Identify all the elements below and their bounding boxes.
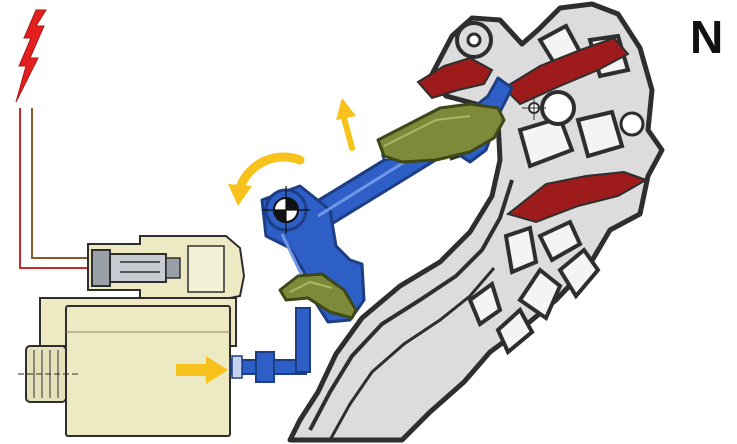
- plunger-rod: [230, 308, 310, 382]
- frame-casting: [290, 4, 662, 440]
- solenoid-housing: [18, 236, 244, 436]
- corner-letter-label: N: [690, 14, 723, 60]
- lightning-icon: [16, 10, 46, 102]
- motion-arrow-icon: [336, 98, 356, 148]
